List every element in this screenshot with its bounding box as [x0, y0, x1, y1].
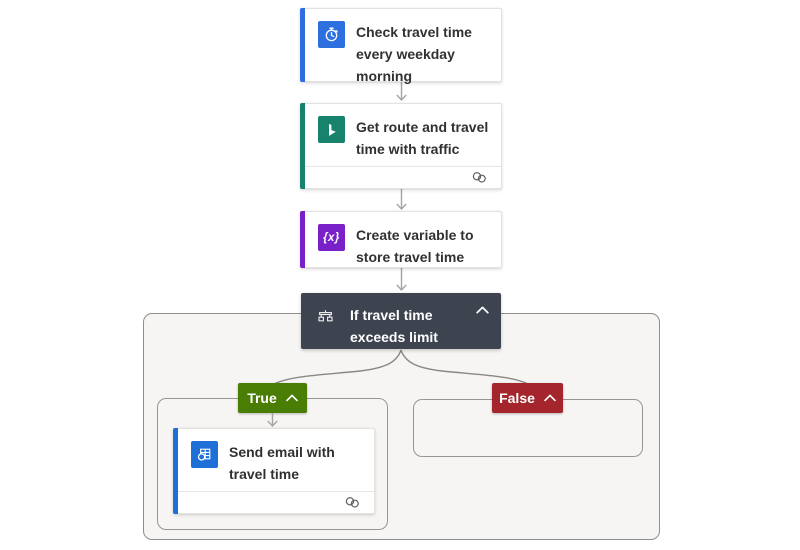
- chevron-up-icon[interactable]: [544, 394, 556, 402]
- connection-icon[interactable]: [344, 496, 361, 509]
- condition-branch-icon: [316, 309, 335, 324]
- branch-connector-curves: [273, 349, 529, 385]
- false-branch-label: False: [499, 390, 535, 406]
- action-card-get-route[interactable]: Get route and travel time with traffic: [300, 103, 502, 189]
- connector-arrow-down: [396, 189, 407, 211]
- connector-arrow-down: [396, 81, 407, 102]
- send-email-card-footer: [178, 491, 374, 513]
- condition-title: If travel time exceeds limit: [350, 307, 438, 345]
- action-card-create-variable[interactable]: {x} Create variable to store travel time: [300, 211, 502, 268]
- condition-card[interactable]: If travel time exceeds limit: [301, 293, 501, 349]
- create-variable-title: Create variable to store travel time: [356, 227, 474, 265]
- trigger-card-body: Check travel time every weekday morning: [301, 9, 501, 93]
- trigger-card-recurrence[interactable]: Check travel time every weekday morning: [300, 8, 502, 84]
- action-card-send-email[interactable]: Send email with travel time: [173, 428, 375, 514]
- chevron-up-icon[interactable]: [285, 394, 298, 402]
- create-variable-card-body: {x} Create variable to store travel time: [301, 212, 501, 274]
- recurrence-clock-icon: [318, 21, 345, 48]
- connector-arrow-down: [396, 268, 407, 292]
- send-email-accent-stripe: [173, 428, 178, 514]
- get-route-accent-stripe: [300, 103, 305, 189]
- send-email-card-body: Send email with travel time: [174, 429, 374, 491]
- get-route-card-body: Get route and travel time with traffic: [301, 104, 501, 166]
- get-route-card-footer: [305, 166, 501, 188]
- chevron-up-icon[interactable]: [476, 306, 489, 314]
- trigger-title: Check travel time every weekday morning: [356, 24, 472, 84]
- get-route-title: Get route and travel time with traffic: [356, 119, 489, 157]
- send-email-title: Send email with travel time: [229, 444, 335, 482]
- connection-icon[interactable]: [471, 171, 488, 184]
- true-branch-badge[interactable]: True: [238, 383, 307, 413]
- variable-icon: {x}: [318, 224, 345, 251]
- true-branch-label: True: [247, 390, 277, 406]
- false-branch-badge[interactable]: False: [492, 383, 563, 413]
- bing-maps-icon: [318, 116, 345, 143]
- connector-arrow-down: [267, 413, 278, 428]
- create-variable-accent-stripe: [300, 211, 305, 268]
- trigger-accent-stripe: [300, 8, 305, 82]
- outlook-icon: [191, 441, 218, 468]
